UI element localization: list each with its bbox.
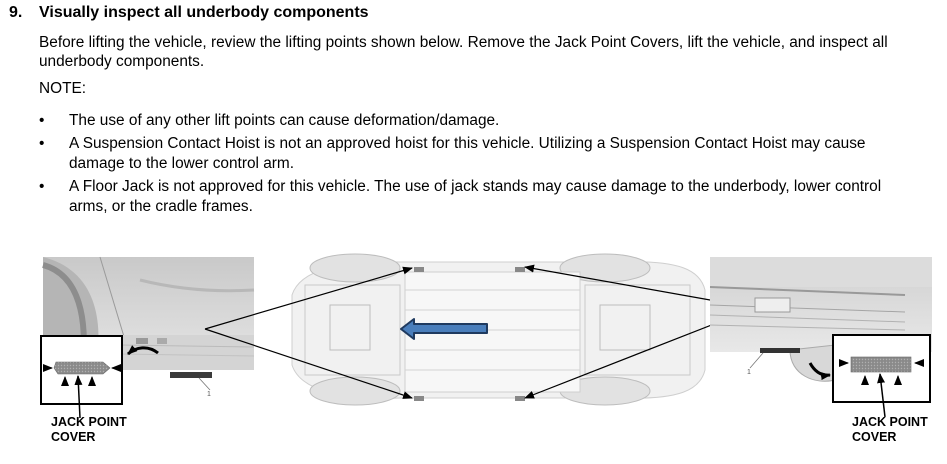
right-callout-number: 1 (747, 369, 751, 376)
note-item: •A Floor Jack is not approved for this v… (39, 178, 882, 215)
bullet-icon: • (39, 112, 45, 129)
bullet-icon: • (39, 135, 45, 152)
step-heading: 9. Visually inspect all underbody compone… (9, 4, 369, 22)
direction-arrow-icon (400, 318, 488, 340)
note-list: •The use of any other lift points can ca… (39, 111, 919, 220)
step-number: 9. (9, 4, 23, 21)
left-callout-number: 1 (207, 391, 211, 398)
pointer-line (204, 266, 413, 330)
lift-points-figure: 1 (0, 250, 947, 459)
note-label: NOTE: (39, 80, 87, 97)
right-inset-box (832, 334, 931, 418)
left-curved-arrow-icon (127, 345, 159, 356)
underbody-view-image (291, 253, 706, 406)
note-item: •The use of any other lift points can ca… (39, 112, 500, 129)
left-jack-point-cover-label: JACK POINT COVER (51, 415, 127, 444)
intro-paragraph: Before lifting the vehicle, review the l… (39, 34, 888, 70)
right-jack-point-cover-label: JACK POINT COVER (852, 415, 928, 444)
pointer-line (204, 328, 413, 399)
left-inset-box (40, 335, 123, 419)
note-item: •A Suspension Contact Hoist is not an ap… (39, 135, 866, 172)
right-curved-arrow-icon (808, 362, 831, 381)
step-title: Visually inspect all underbody component… (39, 4, 369, 21)
bullet-icon: • (39, 178, 45, 195)
